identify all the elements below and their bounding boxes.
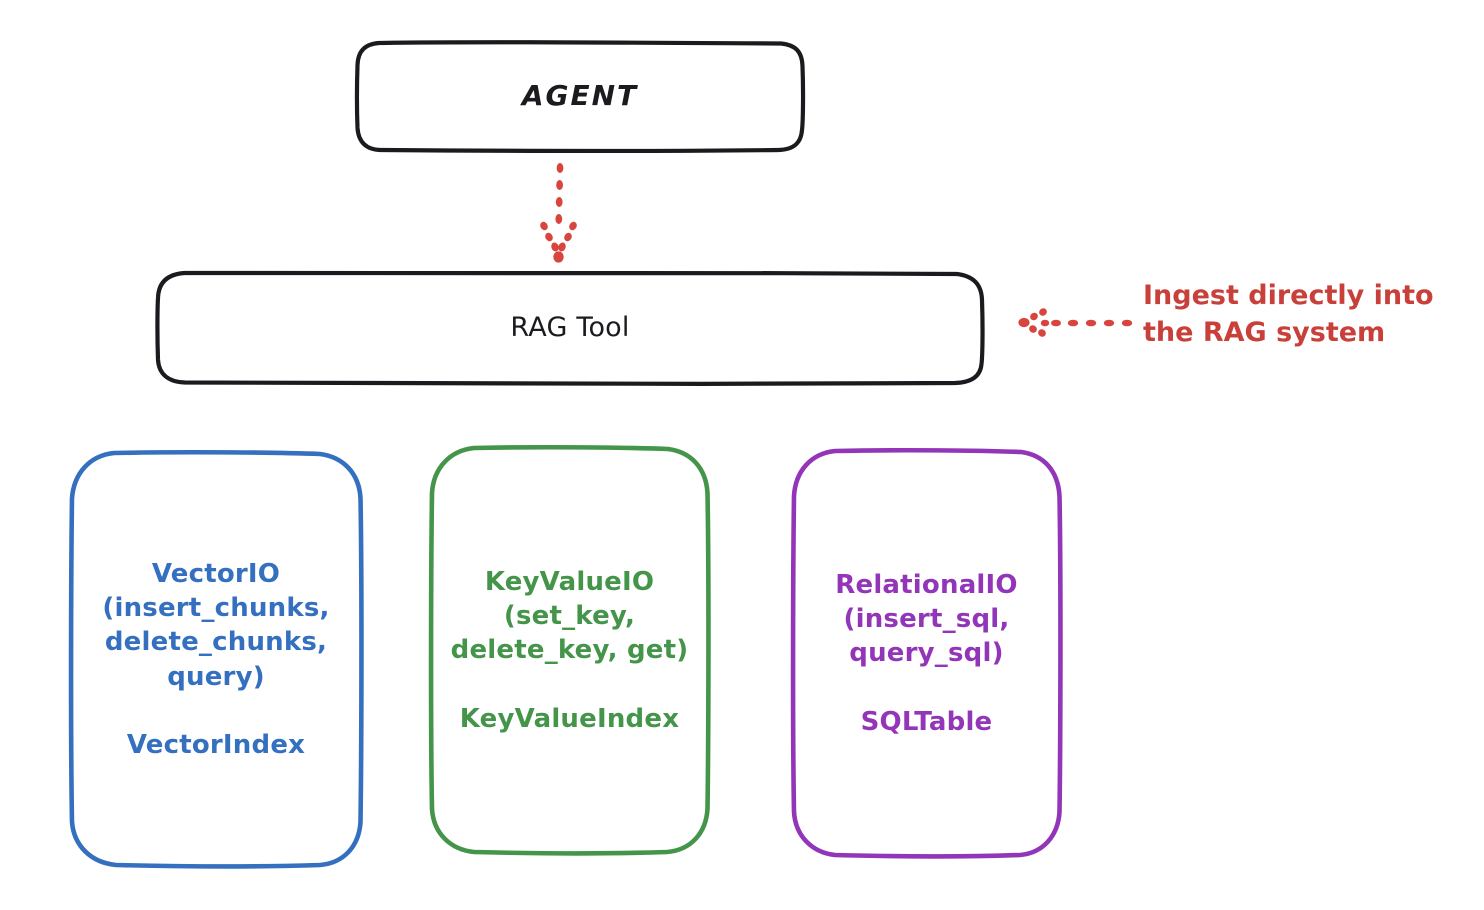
connector-agent-to-rag-tool (505, 160, 615, 270)
node-rag-tool[interactable]: RAG Tool (155, 270, 985, 387)
node-key-value-io[interactable]: KeyValueIO (set_key, delete_key, get) Ke… (428, 444, 711, 856)
connector-ingest-arrow (1012, 300, 1137, 346)
node-agent-label: AGENT (521, 79, 639, 113)
node-relational-io[interactable]: RelationalIO (insert_sql, query_sql) SQL… (790, 447, 1063, 859)
rag-tool-box-outline (155, 270, 985, 387)
node-relational-io-label: RelationalIO (insert_sql, query_sql) SQL… (835, 569, 1018, 737)
agent-box-outline (354, 40, 806, 154)
annotation-ingest-text: Ingest directly into the RAG system (1143, 280, 1434, 349)
relational-io-box-outline (790, 447, 1063, 859)
key-value-io-box-outline (428, 444, 711, 856)
vector-io-box-outline (68, 449, 364, 869)
node-vector-io-label: VectorIO (insert_chunks, delete_chunks, … (102, 558, 330, 761)
node-rag-tool-label: RAG Tool (510, 312, 630, 344)
node-key-value-io-label: KeyValueIO (set_key, delete_key, get) Ke… (450, 566, 689, 734)
dotted-left-arrow-icon (1018, 308, 1133, 337)
dotted-down-arrow-icon (540, 163, 577, 263)
node-agent[interactable]: AGENT (354, 40, 806, 154)
node-vector-io[interactable]: VectorIO (insert_chunks, delete_chunks, … (68, 449, 364, 869)
